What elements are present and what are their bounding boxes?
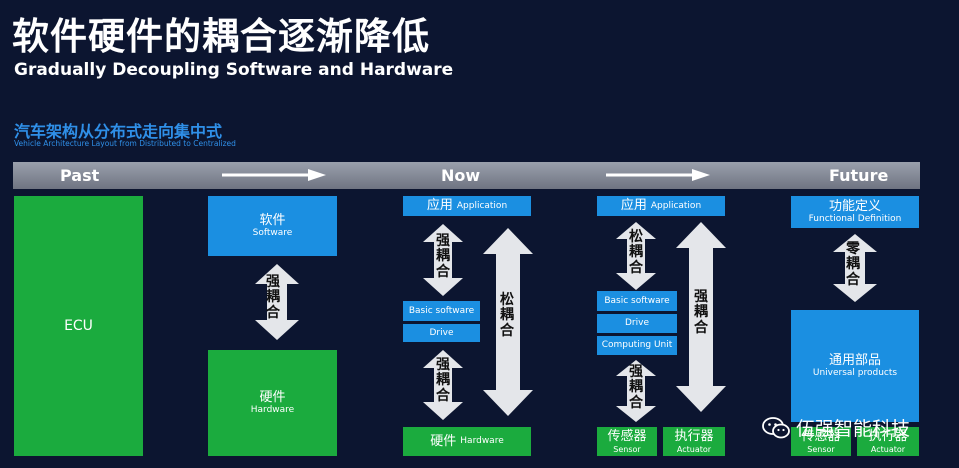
software-en-label: Software xyxy=(252,228,293,239)
section-subtitle: 汽车架构从分布式走向集中式 xyxy=(14,122,223,141)
watermark-text: 伍强智能科技 xyxy=(796,418,911,440)
basic-software-block: Basic software xyxy=(597,291,677,311)
double-arrow-icon xyxy=(423,224,463,296)
software-cn-label: 软件 xyxy=(259,212,286,228)
ecu-block: ECU xyxy=(14,196,143,456)
double-arrow-icon xyxy=(255,264,299,340)
page-title-en: Gradually Decoupling Software and Hardwa… xyxy=(14,60,454,80)
hardware-block: 硬件 Hardware xyxy=(208,350,337,456)
double-arrow-icon xyxy=(676,222,726,412)
functional-definition-block: 功能定义 Functional Definition xyxy=(791,196,919,228)
strong-coupling-label: 强耦合 xyxy=(629,364,643,411)
hardware-en-label: Hardware xyxy=(250,405,295,416)
application-block: 应用 Application xyxy=(597,196,725,216)
section-subtitle-en: Vehicle Architecture Layout from Distrib… xyxy=(14,139,236,148)
timeline-now-label: Now xyxy=(441,166,481,185)
double-arrow-icon xyxy=(423,350,463,420)
universal-products-block: 通用部品 Universal products xyxy=(791,310,919,422)
application-block: 应用 Application xyxy=(403,196,531,216)
timeline-arrow-icon xyxy=(222,169,326,181)
double-arrow-icon xyxy=(483,228,533,416)
page-title: 软件硬件的耦合逐渐降低 xyxy=(12,15,430,58)
basic-software-block: Basic software xyxy=(403,301,480,321)
actuator-block: 执行器 Actuator xyxy=(663,427,725,456)
strong-coupling-label: 强耦合 xyxy=(436,233,450,280)
loose-coupling-label: 松耦合 xyxy=(500,292,514,339)
drive-block: Drive xyxy=(403,324,480,342)
computing-unit-block: Computing Unit xyxy=(597,336,677,355)
ecu-label: ECU xyxy=(64,317,93,334)
sensor-block: 传感器 Sensor xyxy=(597,427,657,456)
timeline-bar xyxy=(13,162,920,189)
timeline-arrow-icon xyxy=(606,169,710,181)
actuator-block: 执行器 Actuator xyxy=(857,427,919,456)
hardware-cn-label: 硬件 xyxy=(259,389,286,405)
strong-coupling-label: 强耦合 xyxy=(694,289,708,336)
double-arrow-icon xyxy=(833,234,877,302)
double-arrow-icon xyxy=(616,360,656,422)
software-block: 软件 Software xyxy=(208,196,337,256)
drive-block: Drive xyxy=(597,314,677,333)
double-arrow-icon xyxy=(616,222,656,290)
timeline-past-label: Past xyxy=(60,166,100,185)
sensor-block: 传感器 Sensor xyxy=(791,427,851,456)
zero-coupling-label: 零耦合 xyxy=(846,241,860,288)
loose-coupling-label: 松耦合 xyxy=(629,229,643,276)
wechat-icon xyxy=(762,416,790,438)
watermark: 伍强智能科技 xyxy=(762,414,910,441)
strong-coupling-label: 强耦合 xyxy=(436,357,450,404)
strong-coupling-label: 强耦合 xyxy=(266,274,280,321)
hardware-block: 硬件 Hardware xyxy=(403,427,531,456)
timeline-future-label: Future xyxy=(829,166,889,185)
